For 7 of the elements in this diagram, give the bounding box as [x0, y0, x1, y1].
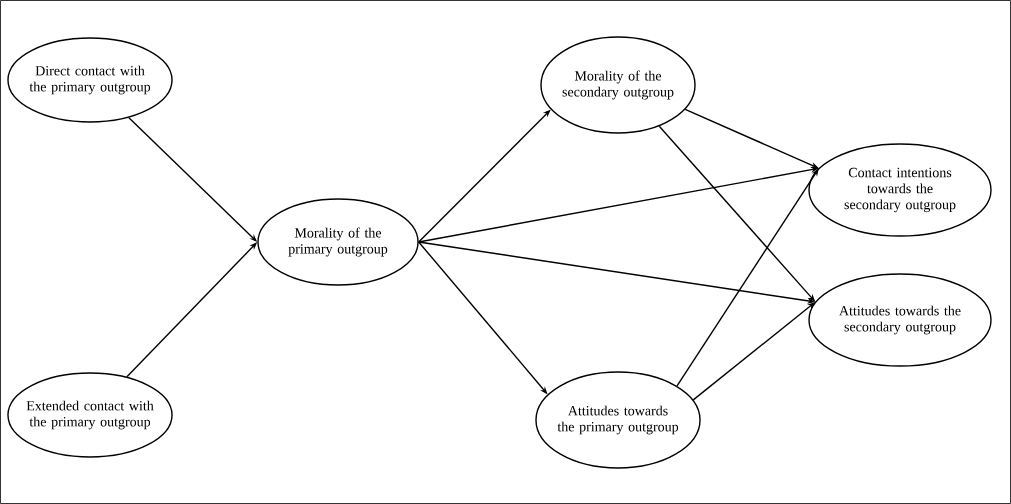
ellipse-node: Extended contact with the primary outgroup	[7, 372, 173, 458]
ellipse-node: Attitudes towards the secondary outgroup	[808, 273, 992, 367]
ellipse-node: Morality of the secondary outgroup	[540, 36, 696, 134]
ellipse-node: Attitudes towards the primary outgroup	[535, 371, 701, 469]
ellipse-node: Direct contact with the primary outgroup	[7, 37, 173, 123]
ellipse-node: Morality of the primary outgroup	[257, 198, 419, 286]
ellipse-node: Contact intentions towards the secondary outgroup	[808, 143, 992, 237]
